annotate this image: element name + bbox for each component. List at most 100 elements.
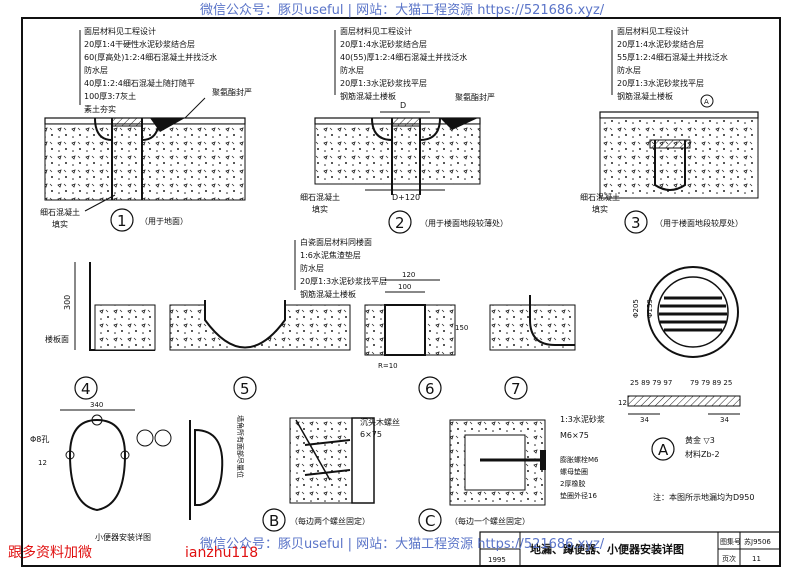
grate-section	[627, 395, 741, 407]
d2-note-1: 填实	[312, 204, 328, 214]
d1-note-1: 填实	[52, 219, 68, 229]
overlay-line2: ianzhu118	[185, 545, 258, 561]
d7-number: 7	[511, 380, 521, 398]
title-text: 地漏、蹲便器、小便器安装详图	[530, 542, 684, 556]
detail-c: 1:3水泥砂浆 M6×75 膨胀螺栓M6 螺母垫圈 2厚橡胶 垫圈外径16 C …	[418, 414, 605, 532]
urinal-dim-width: 340	[90, 401, 103, 409]
detail-1-layer-list: 面层材料见工程设计 20厚1:4干硬性水泥砂浆结合层 60(厚高处)1:2:4细…	[79, 26, 217, 114]
d6-number: 6	[425, 380, 435, 398]
da-note: 注：本图所示地漏均为D950	[653, 492, 754, 502]
detail-7: 7	[489, 295, 576, 400]
da-dim-height: 12	[618, 399, 627, 407]
d6-dim-side: 150	[455, 324, 468, 332]
d1-layer-5: 100厚3:7灰土	[84, 91, 136, 101]
grate-inner	[657, 276, 729, 348]
d5-layer-0: 白瓷面层材料同楼面	[300, 237, 372, 247]
dc-label-0: 1:3水泥砂浆	[560, 414, 605, 424]
detail-4: 300 楼板面 4	[45, 262, 156, 400]
dc-label-2: 膨胀螺栓M6	[560, 455, 599, 464]
detail-2: 面层材料见工程设计 20厚1:4水泥砂浆结合层 40(55)厚1:2:4细石混凝…	[300, 26, 508, 234]
grate-bars	[659, 296, 727, 332]
urinal-hole: Φ8孔	[30, 435, 49, 444]
d2-layer-1: 20厚1:4水泥砂浆结合层	[340, 39, 427, 49]
urinal-elevation	[194, 428, 224, 506]
detail-5: 白瓷面层材料同楼面 1:6水泥焦渣垫层 防水层 20厚1:3水泥砂浆找平层 钢筋…	[169, 237, 387, 400]
d1-right-note: 聚氨酯封严	[212, 87, 252, 97]
d1-grate	[111, 117, 143, 127]
atlas-no: 苏J9506	[744, 537, 771, 546]
d1-number: 1	[117, 212, 127, 230]
d1-drain-pipe	[111, 118, 143, 200]
detail-1: 面层材料见工程设计 20厚1:4干硬性水泥砂浆结合层 60(厚高处)1:2:4细…	[40, 26, 252, 232]
dc-label-3: 螺母垫圈	[560, 467, 588, 476]
da-dim-inner: Φ153	[646, 299, 654, 318]
urinal-detail: 340 Φ8孔 12 墙角所有面部尽量位 小便器安装详图	[30, 401, 245, 542]
grate-outer	[647, 266, 739, 358]
watermark-bottom: 微信公众号：豚贝useful | 网站：大猫工程资源 https://52168…	[200, 537, 605, 552]
d3-drain-body	[654, 140, 686, 191]
d3-slab	[599, 117, 759, 199]
d3-note-1: 填实	[592, 204, 608, 214]
db-label-1: 6×75	[360, 430, 382, 439]
dc-label-5: 垫圈外径16	[560, 491, 597, 500]
detail-a: Φ205 Φ153 25 89 79 97 79 79 89 25 12 34 …	[618, 266, 754, 502]
urinal-title: 小便器安装详图	[95, 532, 151, 542]
d3-layer-2: 55厚1:2:4细石混凝土并找泛水	[617, 52, 728, 62]
d2-layer-0: 面层材料见工程设计	[340, 26, 412, 36]
detail-3: 面层材料见工程设计 20厚1:4水泥砂浆结合层 55厚1:2:4细石混凝土并找泛…	[580, 26, 759, 234]
d3-layer-5: 钢筋混凝土楼板	[617, 91, 673, 101]
dc-caption: （每边一个螺丝固定）	[450, 516, 530, 526]
d3-layer-1: 20厚1:4水泥砂浆结合层	[617, 39, 704, 49]
da-dims-right: 79 79 89 25	[690, 379, 732, 387]
urinal-label: 墙角所有面部尽量位	[236, 415, 245, 478]
urinal-plan	[68, 418, 127, 512]
d2-note-0: 细石混凝土	[300, 192, 340, 202]
da-dim-side-left: 34	[640, 416, 649, 424]
detail-b: 沉头木螺丝 6×75 B （每边两个螺丝固定）	[262, 417, 400, 532]
d3-note-0: 细石混凝土	[580, 192, 620, 202]
d1-concrete	[44, 123, 246, 201]
db-caption: （每边两个螺丝固定）	[290, 516, 370, 526]
db-label-0: 沉头木螺丝	[360, 417, 400, 427]
d1-layer-6: 素土夯实	[84, 104, 116, 114]
dc-label-4: 2厚橡胶	[560, 479, 585, 488]
dc-label-1: M6×75	[560, 431, 589, 440]
d3-ref-a: A	[704, 98, 709, 106]
d4-number: 4	[81, 380, 91, 398]
d1-layer-3: 防水层	[84, 65, 108, 75]
page-label: 页次	[722, 554, 736, 563]
d3-layer-4: 20厚1:3水泥砂浆找平层	[617, 78, 704, 88]
d1-sealant	[150, 118, 185, 132]
d5-layer-2: 防水层	[300, 263, 324, 273]
da-dim-outer: Φ205	[632, 299, 640, 318]
d3-number: 3	[631, 214, 641, 232]
atlas-label: 图集号	[720, 537, 741, 546]
d2-layer-4: 20厚1:3水泥砂浆找平层	[340, 78, 427, 88]
d2-number: 2	[395, 214, 405, 232]
d5-layer-4: 钢筋混凝土楼板	[300, 289, 356, 299]
title-block: 地漏、蹲便器、小便器安装详图 1995 图集号 苏J9506 页次 11	[479, 531, 781, 567]
d2-slab	[314, 123, 481, 185]
d4-label: 楼板面	[45, 334, 69, 344]
d5-number: 5	[240, 380, 250, 398]
d1-layer-1: 20厚1:4干硬性水泥砂浆结合层	[84, 39, 195, 49]
d3-layer-0: 面层材料见工程设计	[617, 26, 689, 36]
d5-layer-1: 1:6水泥焦渣垫层	[300, 250, 361, 260]
da-letter: A	[658, 441, 669, 459]
d1-caption: （用于地面）	[140, 216, 188, 226]
detail-6: 120 100 150 R=10 6	[364, 271, 468, 400]
d1-floor-layer	[44, 117, 246, 125]
d1-layer-4: 40厚1:2:4细石混凝土随打随平	[84, 78, 195, 88]
d2-caption: （用于楼面地段较薄处）	[420, 218, 508, 228]
d1-number-circle	[110, 208, 134, 232]
da-material1: 黄金 ▽3	[685, 435, 715, 445]
watermark-top: 微信公众号：豚贝useful | 网站：大猫工程资源 https://52168…	[200, 3, 605, 18]
d2-dim-bottom: D+120	[392, 193, 420, 202]
d1-layer-2: 60(厚高处)1:2:4细石混凝土并找泛水	[84, 52, 217, 62]
d6-dim-top: 120	[402, 271, 415, 279]
da-dims-left: 25 89 79 97	[630, 379, 672, 387]
d2-dim-d: D	[400, 101, 406, 110]
d3-layer-3: 防水层	[617, 65, 641, 75]
d2-drain-pipe	[391, 118, 421, 195]
da-material2: 材料Zb-2	[685, 449, 720, 459]
